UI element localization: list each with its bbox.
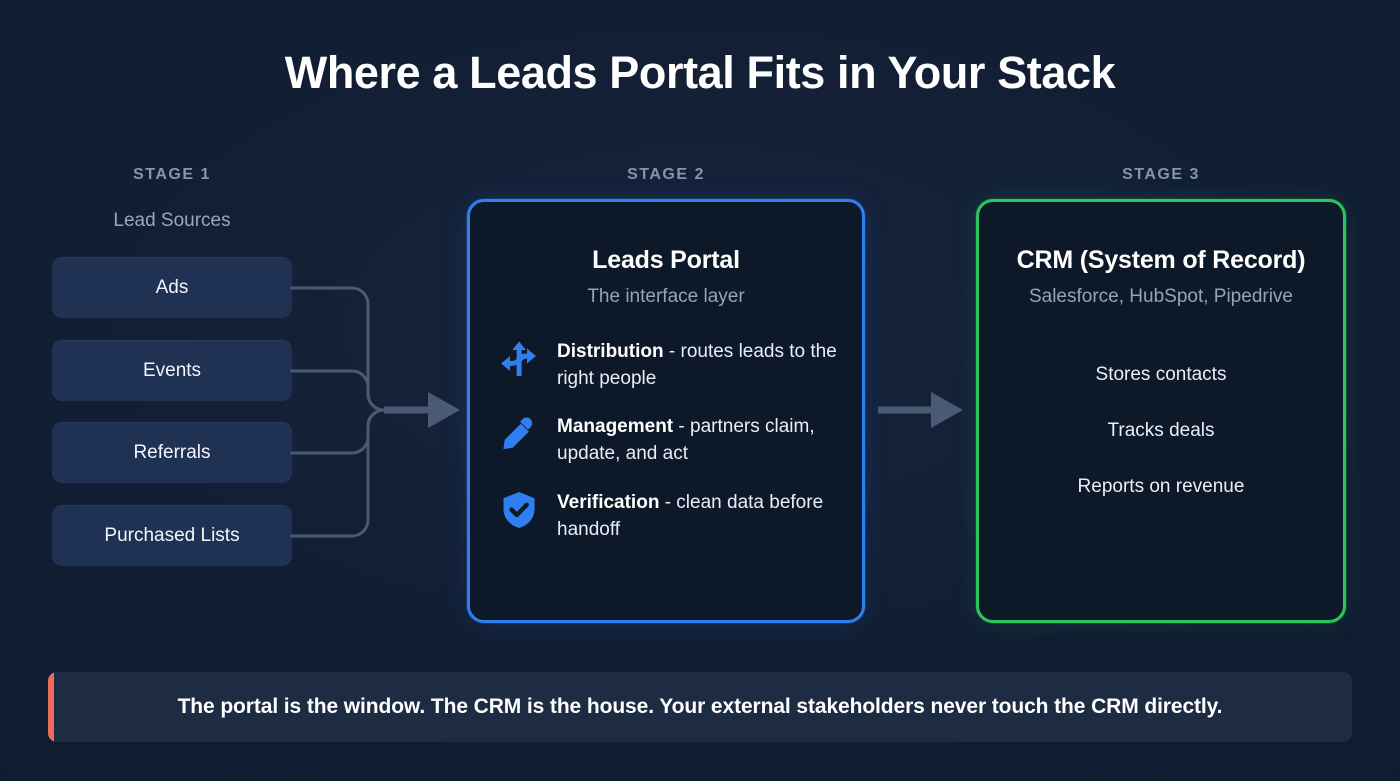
feature-verification-description: - clean data before handoff: [557, 491, 824, 540]
crm-capability-stores-contacts: Stores contacts: [1095, 364, 1227, 385]
feature-management-term: Management: [557, 416, 674, 438]
source-card-purchased-lists: Purchased Lists: [52, 505, 292, 566]
feature-management-description: - partners claim, update, and act: [557, 416, 815, 465]
shield-check-icon: [498, 488, 540, 532]
arrow-portal-to-crm: [878, 392, 963, 428]
leads-portal-title: Leads Portal: [592, 246, 740, 274]
crm-capability-tracks-deals: Tracks deals: [1107, 420, 1215, 441]
callout-accent-bar: [48, 672, 54, 742]
source-card-label: Events: [142, 359, 202, 381]
feature-distribution: Distribution - routes leads to the right…: [498, 337, 840, 392]
page-title: Where a Leads Portal Fits in Your Stack: [284, 47, 1116, 98]
crm-title: CRM (System of Record): [1016, 246, 1306, 274]
feature-management: Management - partners claim, update, and…: [498, 412, 840, 467]
source-card-ads: Ads: [52, 257, 292, 318]
feature-verification-text: Verification - clean data before handoff: [557, 488, 840, 543]
crm-panel: CRM (System of Record) Salesforce, HubSp…: [976, 199, 1346, 623]
source-card-label: Purchased Lists: [104, 524, 240, 546]
stage-2-label: STAGE 2: [627, 166, 705, 183]
feature-distribution-text: Distribution - routes leads to the right…: [557, 337, 840, 392]
callout-text: The portal is the window. The CRM is the…: [177, 695, 1223, 718]
leads-portal-panel: Leads Portal The interface layer Distrib…: [467, 199, 865, 623]
source-card-events: Events: [52, 340, 292, 401]
source-card-label: Referrals: [133, 441, 211, 463]
lead-sources-subtitle: Lead Sources: [113, 210, 231, 231]
source-card-referrals: Referrals: [52, 422, 292, 483]
stage-3-label: STAGE 3: [1122, 166, 1200, 183]
feature-distribution-description: - routes leads to the right people: [557, 341, 837, 390]
feature-distribution-term: Distribution: [557, 341, 664, 362]
pencil-icon: [498, 412, 540, 456]
leads-portal-feature-list: Distribution - routes leads to the right…: [470, 337, 862, 543]
crm-capability-reports-on-revenue: Reports on revenue: [1077, 476, 1245, 497]
wire-referrals: [290, 408, 394, 455]
feature-verification: Verification - clean data before handoff: [498, 488, 840, 543]
distribution-arrows-icon: [498, 337, 540, 381]
crm-subtitle: Salesforce, HubSpot, Pipedrive: [1028, 286, 1294, 307]
callout-banner: The portal is the window. The CRM is the…: [48, 672, 1352, 742]
arrow-sources-to-portal: [384, 392, 460, 428]
feature-verification-term: Verification: [557, 491, 660, 513]
stage-1-label: STAGE 1: [133, 166, 211, 183]
leads-portal-subtitle: The interface layer: [587, 286, 745, 307]
source-card-label: Ads: [155, 276, 189, 298]
wire-ads: [290, 286, 394, 412]
crm-capability-list: Stores contacts Tracks deals Reports on …: [979, 364, 1343, 498]
wire-purchased-lists: [290, 408, 394, 538]
wire-events: [290, 369, 394, 412]
feature-management-text: Management - partners claim, update, and…: [557, 412, 840, 467]
